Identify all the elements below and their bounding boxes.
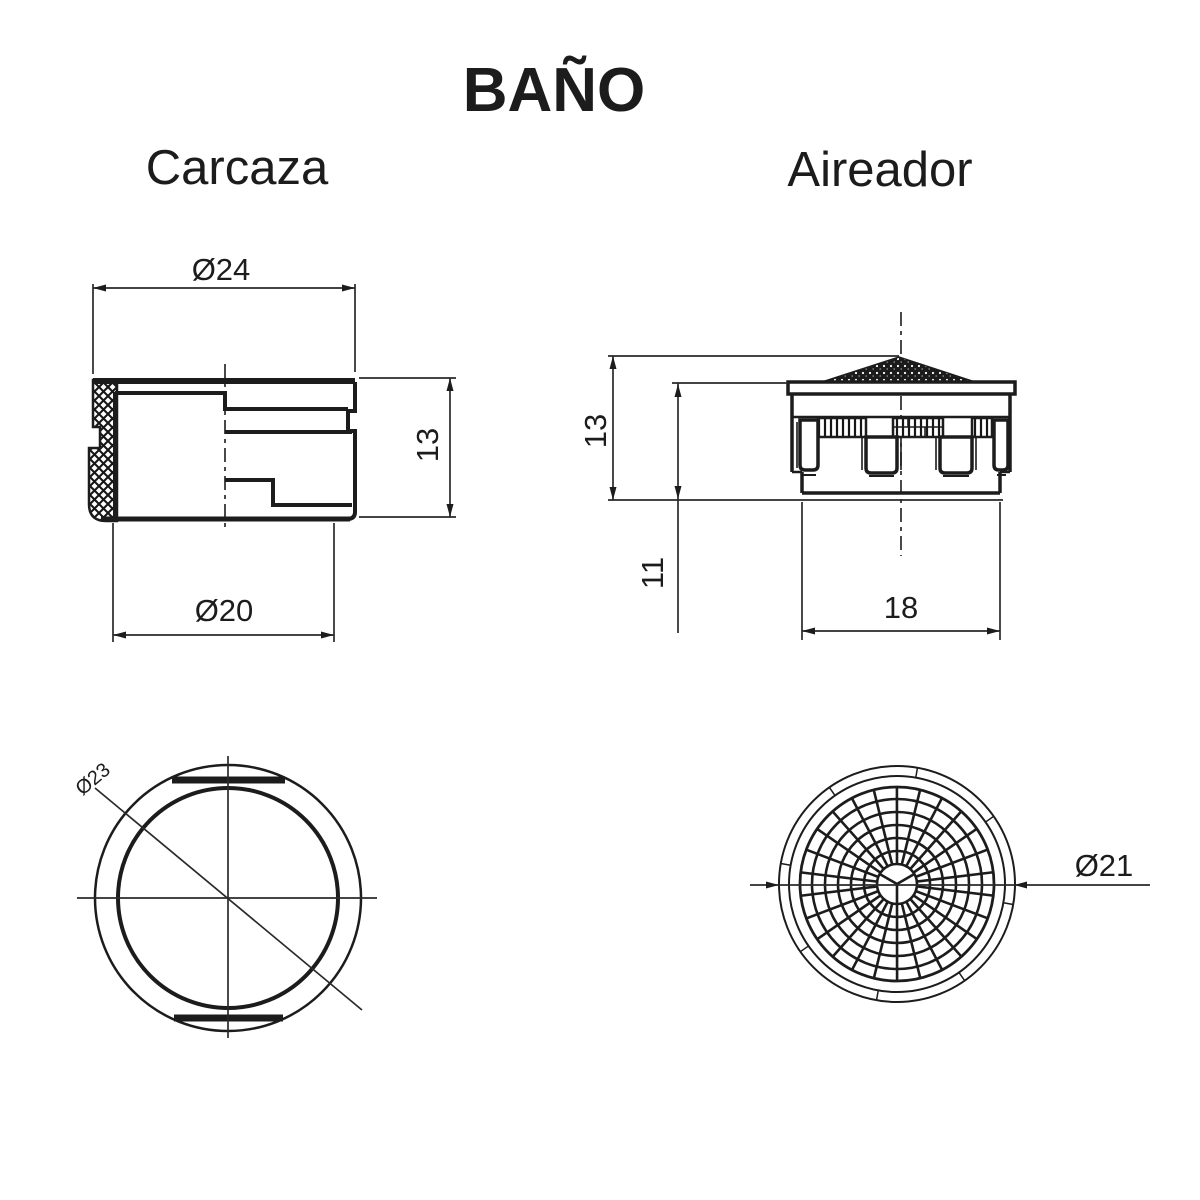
slot-block-right — [970, 416, 994, 439]
carcaza-dimension-bottom-diameter: Ø20 — [112, 523, 335, 642]
cap-plate — [786, 380, 1017, 396]
inner-step-lower — [225, 478, 352, 507]
carcaza-bottom-view: Ø23 — [72, 756, 377, 1038]
aireador-dimension-total-height: 13 — [578, 355, 1003, 501]
window-slot-4 — [992, 418, 1010, 472]
carcaza-dimension-height: 13 — [359, 377, 456, 518]
aireador-top-diameter-label: Ø21 — [1075, 848, 1134, 883]
aireador-section-label: Aireador — [787, 143, 972, 197]
carcaza-dimension-top-diameter: Ø24 — [92, 252, 356, 374]
aireador-dimension-top-diameter: Ø21 — [750, 848, 1150, 889]
carcaza-side-view — [87, 364, 357, 530]
aireador-top-view — [778, 765, 1016, 1003]
mesh-dome — [821, 356, 976, 383]
center-block-brick-lines — [893, 418, 943, 437]
inner-step-line — [115, 391, 348, 411]
aireador-dimension-insert-height: 11 — [635, 382, 788, 633]
window-slot-1 — [798, 418, 820, 472]
aireador-insert-height-label: 11 — [635, 557, 670, 589]
diagonal-diameter-line — [94, 787, 363, 1011]
feet-ticks — [803, 474, 1006, 477]
aireador-body-width-label: 18 — [884, 590, 918, 625]
carcaza-outer-diameter-label: Ø23 — [72, 759, 115, 800]
carcaza-top-diameter-label: Ø24 — [192, 252, 251, 287]
window-slot-2 — [864, 435, 899, 475]
slot-block-left — [816, 416, 868, 439]
outer-walls — [790, 394, 1012, 472]
aireador-dimension-body-width: 18 — [801, 502, 1001, 640]
right-profile — [346, 382, 357, 521]
aireador-side-view — [786, 312, 1017, 556]
knurled-edge — [87, 378, 119, 523]
window-slot-3 — [938, 435, 974, 475]
carcaza-bottom-diameter-label: Ø20 — [195, 593, 254, 628]
lower-walls — [800, 472, 1002, 493]
page-title: BAÑO — [463, 56, 646, 125]
aireador-total-height-label: 13 — [578, 414, 613, 448]
carcaza-section-label: Carcaza — [146, 141, 329, 195]
carcaza-height-label: 13 — [410, 428, 445, 462]
